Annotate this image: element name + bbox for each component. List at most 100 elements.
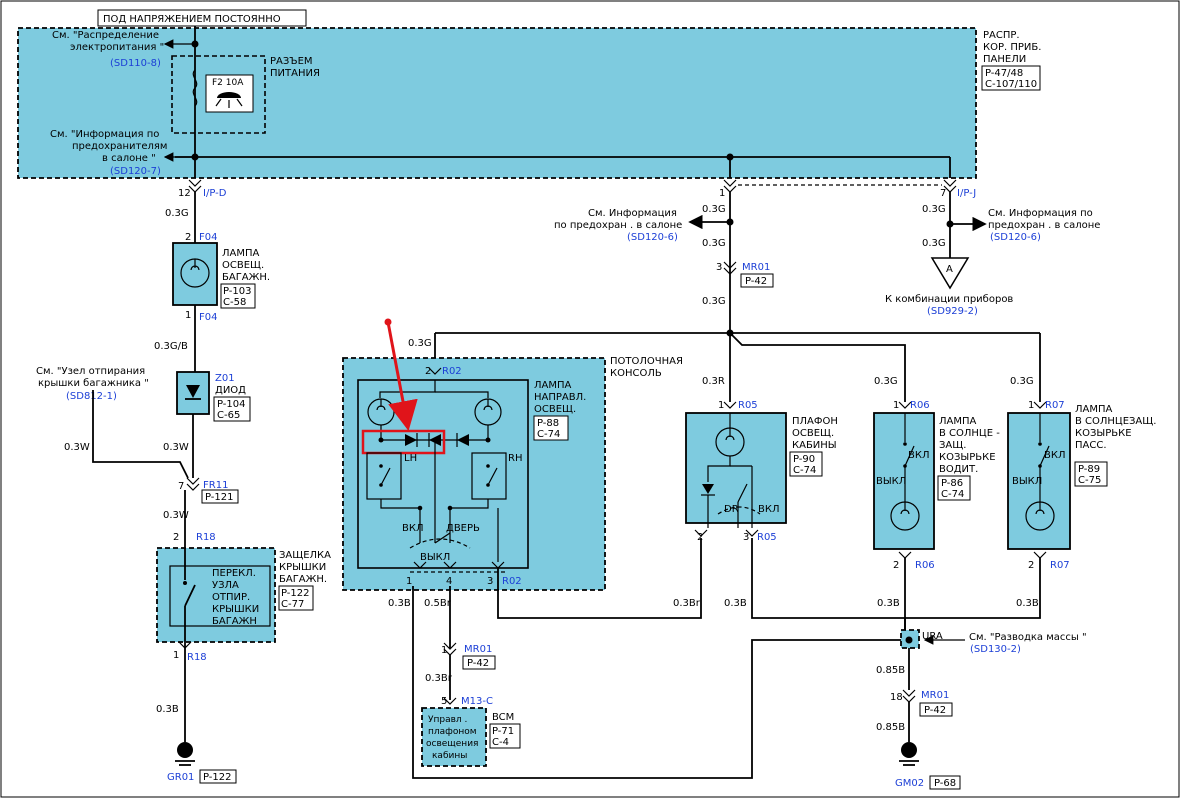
ground-icon <box>175 742 195 766</box>
gm02-p: P-68 <box>934 778 956 789</box>
latch-label3: БАГАЖН. <box>279 574 327 585</box>
wire-color: 0.3W <box>163 510 189 521</box>
map-lamp-p: P-88 <box>537 418 559 429</box>
connector-id: MR01 <box>921 690 949 701</box>
power-connector-box <box>171 55 266 134</box>
connector-chevron <box>188 179 202 187</box>
diode-c: C-65 <box>217 410 240 421</box>
junction-block <box>17 27 977 179</box>
wire-color: 0.3G <box>922 238 946 249</box>
connector-chevron <box>1033 401 1047 409</box>
map-lamp-label2: НАПРАВЛ. <box>534 392 586 403</box>
junction-label: РАСПР. <box>983 30 1020 41</box>
diode-symbol <box>186 385 200 398</box>
connector-chevron <box>694 529 708 537</box>
console-label: ПОТОЛОЧНАЯ <box>610 356 683 367</box>
fuse-symbol <box>192 69 198 107</box>
connector-id: R02 <box>502 576 522 587</box>
see-fuse-ref: (SD120-6) <box>627 232 678 243</box>
rh-return-wire <box>450 499 489 509</box>
junction-dot <box>485 437 491 443</box>
power-label: ПОД НАПРЯЖЕНИЕМ ПОСТОЯННО <box>103 14 281 25</box>
power-label-box <box>97 9 307 27</box>
map-lamp-ref-box <box>533 415 569 441</box>
see-ground-ref: (SD130-2) <box>970 644 1021 655</box>
pin-number: 3 <box>487 576 493 587</box>
wire-color: 0.3B <box>156 704 179 715</box>
dome-return-wire <box>497 538 702 619</box>
ground-wire <box>751 538 906 640</box>
diode-symbol <box>457 434 469 446</box>
pin-number: 1 <box>185 310 191 321</box>
rh-label: RH <box>508 453 522 464</box>
switch-blade <box>380 467 391 486</box>
lamp-filament <box>1035 502 1045 515</box>
wire-color: 0.3Br <box>673 598 701 609</box>
connector-chevron <box>943 179 957 187</box>
see-latch-text2: крышки багажника " <box>38 378 149 389</box>
pin-number: 1 <box>893 400 899 411</box>
see-ground-text: См. "Разводка массы " <box>969 632 1087 643</box>
lh-return-wire <box>380 499 420 509</box>
feed-wire <box>729 332 906 402</box>
switch-label3: ОТПИР. <box>212 592 250 603</box>
pin-number: 12 <box>178 188 191 199</box>
trunk-lamp-ref-box <box>220 283 256 309</box>
switch-contact <box>903 442 907 446</box>
junction-p: P-47/48 <box>985 68 1023 79</box>
connector-id: R18 <box>196 532 216 543</box>
mr01b-ref-box <box>919 702 953 717</box>
connector-id: FR11 <box>203 480 228 491</box>
connector-chevron <box>723 267 737 275</box>
bcm-label2: плафоном <box>428 727 477 737</box>
console-label2: КОНСОЛЬ <box>610 368 662 379</box>
connector-chevron <box>186 483 200 491</box>
pin-number: 2 <box>1028 560 1034 571</box>
junction-dot <box>726 218 734 226</box>
pin-number: 18 <box>890 692 903 703</box>
diode-id: Z01 <box>215 373 235 384</box>
lamp-filament <box>900 502 910 515</box>
lamp-filament <box>190 259 200 271</box>
on-label: ВКЛ <box>402 523 423 534</box>
visor-d-label2: В СОЛНЦЕ - <box>939 428 1000 439</box>
ground-return-wire <box>412 586 905 779</box>
connector-id: MR01 <box>742 262 770 273</box>
wire-color: 0.3R <box>702 376 725 387</box>
cluster-ref: (SD929-2) <box>927 306 978 317</box>
visor-p-label3: КОЗЫРЬКЕ <box>1075 428 1132 439</box>
connector-chevron <box>902 695 916 703</box>
connector-id: R06 <box>915 560 935 571</box>
map-lamp-c: C-74 <box>537 429 560 440</box>
visor-d-ref-box <box>937 475 971 501</box>
connector-chevron <box>188 185 202 193</box>
see-fuse2-text: См. Информация по <box>988 208 1093 219</box>
pin-number: 2 <box>893 560 899 571</box>
visor-p-label: ЛАМПА <box>1075 404 1113 415</box>
latch-label2: КРЫШКИ <box>279 562 326 573</box>
visor-p-c: C-75 <box>1078 475 1101 486</box>
switch-label2: УЗЛА <box>212 580 239 591</box>
visor-p-label4: ПАСС. <box>1075 440 1107 451</box>
map-lamp-label: ЛАМПА <box>534 380 572 391</box>
trunk-lamp-label: ЛАМПА <box>222 248 260 259</box>
dome-label2: ОСВЕЩ. <box>792 428 834 439</box>
connector-id: R07 <box>1050 560 1070 571</box>
off-label: ВЫКЛ <box>1012 476 1042 487</box>
wire-color: 0.3G <box>874 376 898 387</box>
connector-chevron <box>428 367 442 375</box>
bcm-label4: кабины <box>432 751 467 761</box>
lamp-filament <box>376 399 386 411</box>
dome-wire <box>707 456 731 482</box>
see-fuse-text2: предохранителям <box>72 141 167 152</box>
door-label: ДВЕРЬ <box>446 523 480 534</box>
see-fuse-text2: по предохран . в салоне <box>554 220 682 231</box>
connector-id: R18 <box>187 652 207 663</box>
wire-color: 0.3G <box>408 338 432 349</box>
wire-color: 0.85B <box>876 665 905 676</box>
map-lamp-label3: ОСВЕЩ. <box>534 404 576 415</box>
connector-id: F04 <box>199 312 217 323</box>
trunk-lamp-label3: БАГАЖН. <box>222 272 270 283</box>
wire-color: 0.3B <box>388 598 411 609</box>
dome-light-box <box>685 412 787 524</box>
